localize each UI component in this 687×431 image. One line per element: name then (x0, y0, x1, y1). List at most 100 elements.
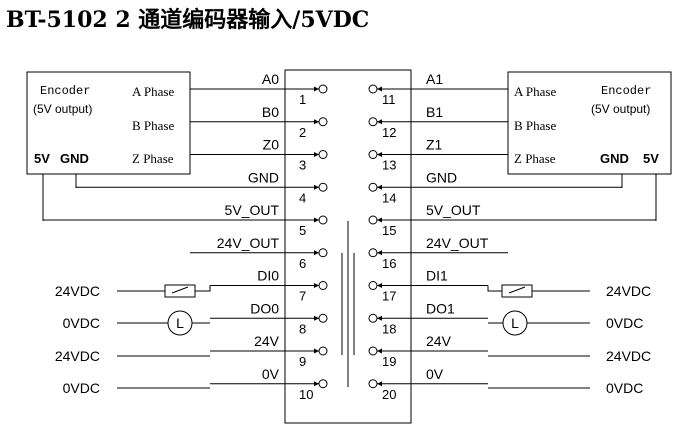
terminal-number-3: 3 (299, 158, 306, 173)
terminal-number-19: 19 (382, 354, 396, 369)
arrow-right-13 (377, 152, 382, 157)
arrow-left-9 (314, 348, 319, 354)
terminal-number-5: 5 (299, 223, 306, 238)
terminal-number-18: 18 (382, 321, 396, 336)
signal-label-right-15: 5V_OUT (426, 202, 481, 218)
terminal-number-9: 9 (299, 354, 306, 369)
encoder-left-phase-z: Z Phase (132, 151, 174, 166)
signal-label-right-20: 0V (426, 366, 444, 382)
encoder-left-phase-a: A Phase (132, 84, 174, 99)
arrow-right-16 (377, 250, 382, 256)
external-left-label-0: 24VDC (55, 283, 100, 299)
wire-ext-left-switch-di0 (195, 285, 211, 292)
arrow-left-3 (314, 152, 319, 157)
signal-label-left-8: DO0 (250, 300, 279, 316)
terminal-number-17: 17 (382, 289, 396, 304)
signal-label-left-9: 24V (254, 333, 280, 349)
switch-right (501, 284, 533, 298)
arrow-right-14 (377, 184, 382, 190)
terminal-circle-18 (368, 313, 378, 323)
terminal-circle-7 (318, 281, 328, 290)
terminal-number-4: 4 (299, 190, 306, 205)
terminal-circle-8 (318, 313, 328, 323)
terminal-circle-16 (368, 248, 378, 258)
signal-label-right-14: GND (426, 169, 457, 185)
signal-label-left-4: GND (248, 169, 279, 185)
switch-left-contact (171, 286, 189, 294)
signal-label-left-1: A0 (262, 71, 279, 87)
terminal-circle-4 (318, 182, 328, 192)
arrow-right-20 (377, 381, 382, 387)
terminal-number-2: 2 (299, 125, 306, 140)
switch-left (164, 284, 196, 298)
terminal-circle-17 (368, 281, 378, 290)
encoder-left-phase-b: B Phase (132, 118, 174, 133)
arrow-right-18 (377, 315, 382, 321)
arrow-left-7 (314, 283, 319, 288)
external-right-label-3: 0VDC (606, 380, 643, 396)
terminal-circle-6 (318, 248, 328, 258)
arrow-left-4 (314, 184, 319, 190)
encoder-right-5v: 5V (643, 151, 659, 166)
terminal-number-10: 10 (299, 387, 313, 402)
terminal-number-13: 13 (382, 158, 396, 173)
arrow-left-1 (314, 86, 319, 92)
encoder-right-box (507, 71, 672, 175)
terminal-circle-12 (368, 117, 378, 127)
terminal-number-1: 1 (299, 92, 306, 107)
arrow-left-2 (314, 119, 319, 125)
terminal-circle-2 (318, 117, 328, 127)
lamp-left-symbol: L (176, 315, 184, 331)
terminal-circle-3 (318, 150, 328, 159)
signal-label-right-13: Z1 (426, 137, 443, 153)
signal-label-right-12: B1 (426, 104, 443, 120)
encoder-right-phase-z: Z Phase (514, 151, 556, 166)
encoder-right-name: Encoder (601, 84, 651, 98)
signal-label-left-6: 24V_OUT (217, 235, 280, 251)
lamp-right-symbol: L (511, 315, 519, 331)
arrow-left-10 (314, 381, 319, 387)
encoder-right-gnd: GND (600, 151, 629, 166)
arrow-right-19 (377, 348, 382, 354)
signal-label-left-5: 5V_OUT (225, 202, 280, 218)
external-right-label-1: 0VDC (606, 315, 643, 331)
arrow-right-11 (377, 86, 382, 92)
arrow-right-15 (377, 217, 382, 223)
terminal-block (284, 69, 412, 424)
signal-label-right-11: A1 (426, 71, 443, 87)
terminal-number-7: 7 (299, 289, 306, 304)
arrow-left-8 (314, 315, 319, 321)
encoder-left-box (26, 71, 191, 175)
arrow-left-6 (314, 250, 319, 256)
signal-label-right-18: DO1 (426, 300, 455, 316)
terminal-circle-10 (318, 379, 328, 389)
signal-label-left-3: Z0 (263, 137, 280, 153)
signal-label-left-7: DI0 (257, 268, 279, 284)
terminal-circle-15 (368, 215, 378, 225)
encoder-left-5v: 5V (34, 151, 50, 166)
signal-label-right-17: DI1 (426, 268, 448, 284)
terminal-circle-13 (368, 150, 378, 159)
switch-right-contact (508, 286, 526, 294)
terminal-circle-14 (368, 182, 378, 192)
arrow-left-5 (314, 217, 319, 223)
terminal-number-12: 12 (382, 125, 396, 140)
encoder-left-gnd: GND (60, 151, 89, 166)
terminal-number-16: 16 (382, 256, 396, 271)
terminal-number-14: 14 (382, 190, 396, 205)
signal-label-right-16: 24V_OUT (426, 235, 489, 251)
signal-label-right-19: 24V (426, 333, 452, 349)
wire-ext-right-di1 (487, 285, 502, 292)
terminal-number-15: 15 (382, 223, 396, 238)
arrow-right-17 (377, 283, 382, 288)
terminal-circle-20 (368, 379, 378, 389)
terminal-number-11: 11 (382, 92, 396, 107)
external-left-label-3: 0VDC (63, 380, 100, 396)
diagram-title: BT-5102 2 通道编码器输入/5VDC (6, 7, 370, 33)
terminal-circle-11 (368, 84, 378, 94)
encoder-left-name: Encoder (40, 84, 90, 98)
terminal-number-8: 8 (299, 321, 306, 336)
encoder-right-phase-a: A Phase (514, 84, 556, 99)
terminal-circle-9 (318, 346, 328, 356)
